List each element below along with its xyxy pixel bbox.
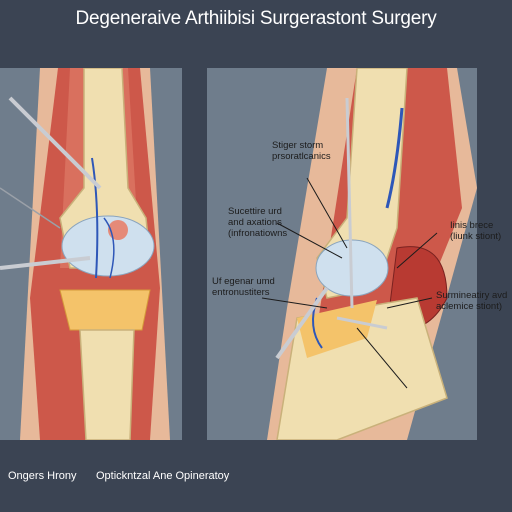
surgical-instrument — [275, 286, 329, 360]
knee-joint-illustration — [0, 68, 182, 440]
surgical-instrument — [0, 256, 91, 270]
blood-vessel — [103, 217, 115, 279]
surgical-instrument — [8, 96, 102, 190]
leader-line — [386, 297, 433, 309]
diagram-title: Degeneraive Arthiibisi Surgerastont Surg… — [75, 8, 437, 29]
leader-line — [276, 222, 343, 259]
cartilage — [61, 215, 155, 277]
left-panel-illustration — [0, 68, 182, 440]
guide-line — [0, 187, 61, 229]
leader-line — [261, 297, 328, 309]
right-caption: Optickntzal Ane Opineratoy — [96, 470, 230, 482]
leader-line — [306, 177, 348, 249]
surgical-instrument — [336, 316, 388, 330]
surgical-instrument — [345, 97, 354, 309]
callout-label: Iinis brece(liunk stiont) — [450, 220, 502, 242]
tibia-plateau — [297, 300, 377, 358]
leader-line — [396, 232, 438, 269]
knee-surgery-illustration — [207, 68, 477, 440]
right-panel-illustration — [207, 68, 477, 440]
lesion-spot — [108, 220, 128, 240]
blood-vessel — [91, 157, 99, 279]
blood-vessel — [385, 107, 404, 209]
tibia-plateau — [59, 289, 151, 331]
leader-line — [356, 327, 408, 389]
tibia-bone — [79, 329, 135, 440]
left-caption: Ongers Hrony — [8, 470, 77, 482]
